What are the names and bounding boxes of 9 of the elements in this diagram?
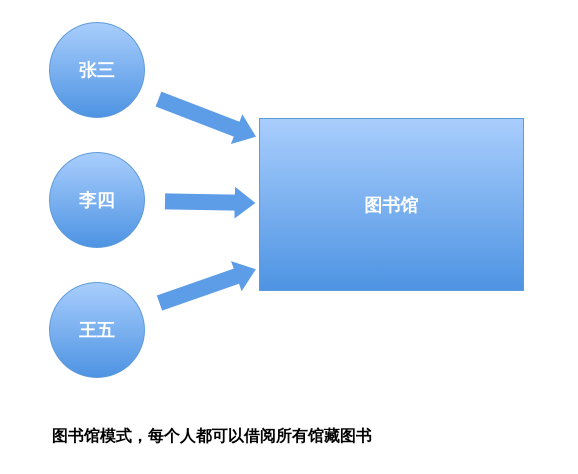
arrow	[156, 261, 256, 311]
arrow	[156, 92, 256, 144]
node-label: 图书馆	[364, 194, 418, 216]
library-box	[259, 118, 524, 291]
node-label: 张三	[79, 59, 115, 82]
caption: 图书馆模式，每个人都可以借阅所有馆藏图书	[52, 426, 372, 447]
node-label: 李四	[79, 189, 115, 212]
node-label: 王五	[79, 319, 115, 342]
arrow	[164, 186, 256, 219]
